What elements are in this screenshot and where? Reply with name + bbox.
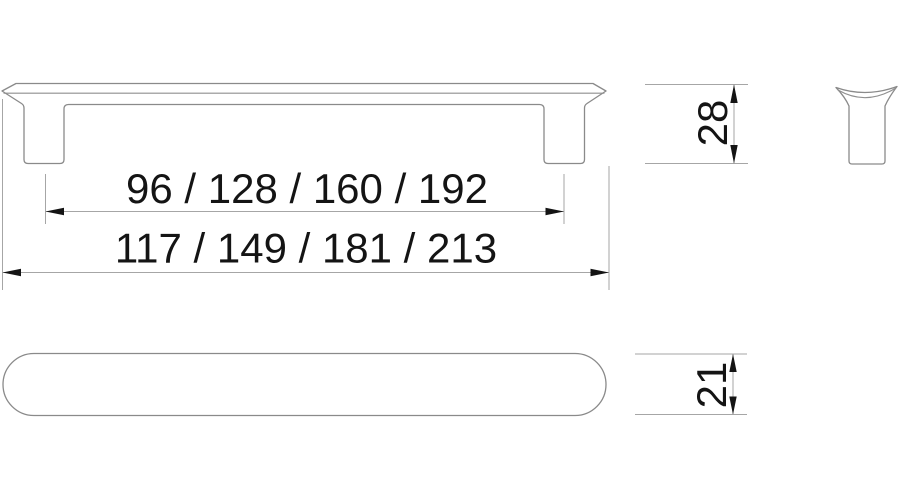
dim-overall-length: 117 / 149 / 181 / 213 xyxy=(2,99,610,290)
dim-depth-arrow-top xyxy=(729,354,737,372)
top-view xyxy=(2,352,607,417)
dim-hole-spacing: 96 / 128 / 160 / 192 xyxy=(45,165,565,224)
top-view-outline xyxy=(2,352,607,417)
side-view xyxy=(835,85,898,165)
dim-hole-spacing-label: 96 / 128 / 160 / 192 xyxy=(126,165,488,212)
side-view-saddle-edge xyxy=(837,87,896,99)
side-view-outline xyxy=(835,85,898,165)
front-view xyxy=(1,82,607,165)
dim-height-label: 28 xyxy=(689,100,736,147)
dim-overall-label: 117 / 149 / 181 / 213 xyxy=(115,225,497,272)
dim-overall-arrow-left xyxy=(2,268,21,277)
dim-height-arrow-bottom xyxy=(730,145,738,164)
dim-height: 28 xyxy=(645,84,748,164)
dim-hole-spacing-arrow-right xyxy=(545,207,564,216)
dim-height-arrow-top xyxy=(730,84,738,103)
dim-depth-arrow-bottom xyxy=(729,396,737,415)
dim-hole-spacing-arrow-left xyxy=(45,207,64,216)
front-view-outline xyxy=(1,82,607,165)
dim-depth-label: 21 xyxy=(688,362,735,409)
dim-overall-arrow-right xyxy=(590,268,609,277)
dim-depth: 21 xyxy=(635,353,747,415)
